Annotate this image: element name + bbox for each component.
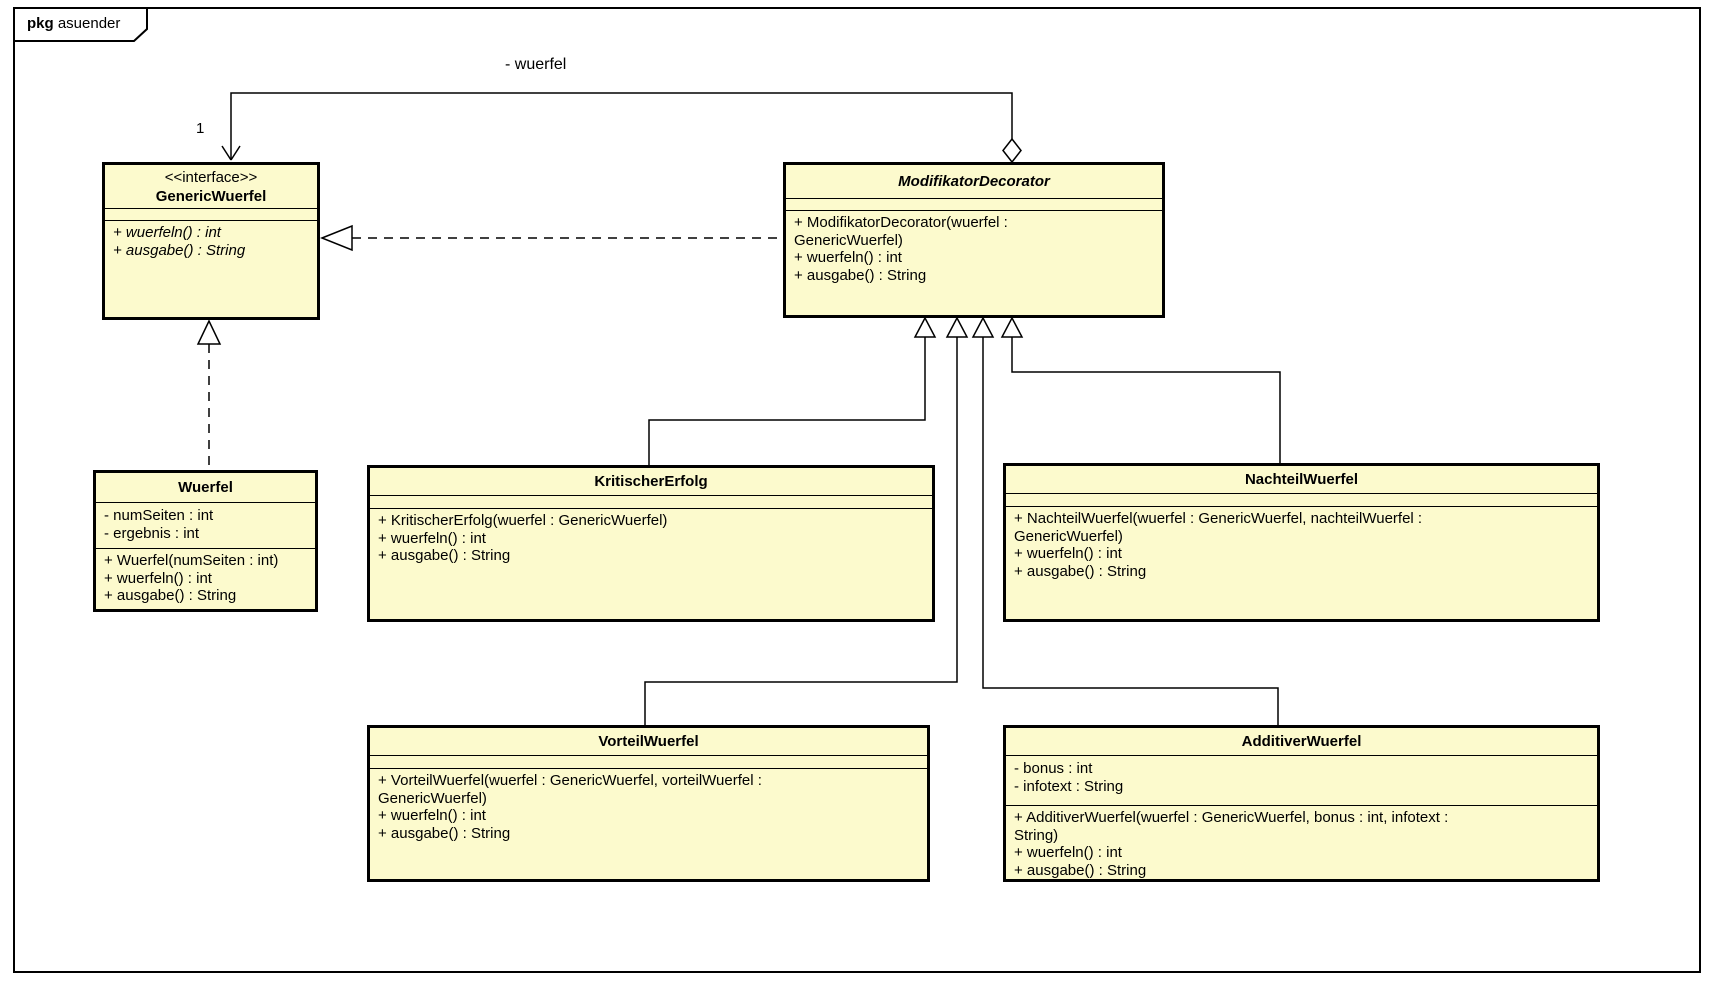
class-name: Wuerfel bbox=[178, 479, 233, 496]
aggregation-diamond-icon bbox=[1002, 137, 1022, 164]
generalization-nachteilwuerfel bbox=[1000, 316, 1281, 463]
member-line: + wuerfeln() : int bbox=[378, 807, 486, 824]
member-line: + VorteilWuerfel(wuerfel : GenericWuerfe… bbox=[378, 772, 762, 789]
member-line: GenericWuerfel) bbox=[1014, 527, 1123, 545]
class-name: ModifikatorDecorator bbox=[898, 173, 1050, 190]
class-name: GenericWuerfel bbox=[155, 187, 267, 205]
member-line: + Wuerfel(numSeiten : int) bbox=[104, 552, 279, 569]
member-line: String) bbox=[1014, 826, 1059, 844]
operations-section: + wuerfeln() : int+ ausgabe() : String bbox=[105, 221, 317, 317]
association-multiplicity-label: 1 bbox=[196, 120, 205, 137]
member-line: - ergebnis : int bbox=[104, 524, 200, 542]
attributes-section bbox=[1006, 494, 1597, 507]
attributes-section bbox=[786, 199, 1162, 211]
operations-section: + KritischerErfolg(wuerfel : GenericWuer… bbox=[370, 509, 932, 619]
class-header: AdditiverWuerfel bbox=[1006, 728, 1597, 756]
class-wuerfel: Wuerfel - numSeiten : int- ergebnis : in… bbox=[93, 470, 318, 612]
member-line: + wuerfeln() : int bbox=[1014, 545, 1122, 562]
class-header: VorteilWuerfel bbox=[370, 728, 927, 756]
attributes-section: - numSeiten : int- ergebnis : int bbox=[96, 503, 315, 549]
class-additiverwuerfel: AdditiverWuerfel - bonus : int- infotext… bbox=[1003, 725, 1600, 882]
member-line: + wuerfeln() : int bbox=[1014, 844, 1122, 861]
class-modifikatordecorator: ModifikatorDecorator + ModifikatorDecora… bbox=[783, 162, 1165, 318]
member-line: + wuerfeln() : int bbox=[794, 249, 902, 266]
member-line: + ausgabe() : String bbox=[104, 587, 237, 604]
class-kritischererfolg: KritischerErfolg + KritischerErfolg(wuer… bbox=[367, 465, 935, 622]
member-line: + wuerfeln() : int bbox=[104, 569, 212, 587]
class-genericwuerfel: <<interface>> GenericWuerfel + wuerfeln(… bbox=[102, 162, 320, 320]
member-line: + ModifikatorDecorator(wuerfel : bbox=[794, 214, 1008, 231]
generalization-triangle-icon bbox=[1000, 316, 1024, 338]
generalization-kritischererfolg bbox=[648, 316, 937, 465]
member-line: GenericWuerfel) bbox=[794, 231, 903, 249]
open-arrowhead-icon bbox=[221, 145, 241, 161]
attributes-section bbox=[370, 496, 932, 509]
member-line: - numSeiten : int bbox=[104, 507, 214, 524]
member-line: GenericWuerfel) bbox=[378, 789, 487, 807]
package-name: asuender bbox=[57, 15, 121, 32]
member-line: + ausgabe() : String bbox=[794, 266, 927, 284]
package-keyword: pkg bbox=[27, 15, 54, 32]
member-line: + KritischerErfolg(wuerfel : GenericWuer… bbox=[378, 512, 668, 529]
member-line: + AdditiverWuerfel(wuerfel : GenericWuer… bbox=[1014, 809, 1449, 826]
class-name: VorteilWuerfel bbox=[598, 733, 699, 750]
member-line: + ausgabe() : String bbox=[378, 824, 511, 842]
realization-wuerfel bbox=[196, 319, 222, 470]
class-vorteilwuerfel: VorteilWuerfel + VorteilWuerfel(wuerfel … bbox=[367, 725, 930, 882]
operations-section: + VorteilWuerfel(wuerfel : GenericWuerfe… bbox=[370, 769, 927, 879]
operations-section: + Wuerfel(numSeiten : int)+ wuerfeln() :… bbox=[96, 549, 315, 609]
class-nachteilwuerfel: NachteilWuerfel + NachteilWuerfel(wuerfe… bbox=[1003, 463, 1600, 622]
class-header: KritischerErfolg bbox=[370, 468, 932, 496]
class-header: NachteilWuerfel bbox=[1006, 466, 1597, 494]
realization-modifikatordecorator bbox=[319, 224, 783, 252]
generalization-triangle-icon bbox=[971, 316, 995, 338]
generalization-triangle-icon bbox=[945, 316, 969, 338]
member-line: - infotext : String bbox=[1014, 777, 1124, 795]
member-line: - bonus : int bbox=[1014, 760, 1093, 777]
class-header: ModifikatorDecorator bbox=[786, 165, 1162, 199]
member-line: + NachteilWuerfel(wuerfel : GenericWuerf… bbox=[1014, 510, 1423, 527]
attributes-section bbox=[370, 756, 927, 769]
member-line: + ausgabe() : String bbox=[378, 547, 511, 564]
operations-section: + AdditiverWuerfel(wuerfel : GenericWuer… bbox=[1006, 806, 1597, 879]
member-line: + ausgabe() : String bbox=[1014, 562, 1147, 580]
class-name: NachteilWuerfel bbox=[1244, 471, 1359, 488]
generalization-triangle-icon bbox=[913, 316, 937, 338]
class-header: Wuerfel bbox=[96, 473, 315, 503]
realization-triangle-icon bbox=[196, 319, 222, 345]
realization-triangle-icon bbox=[319, 224, 353, 252]
attributes-section bbox=[105, 209, 317, 221]
stereotype-label: <<interface>> bbox=[164, 168, 258, 186]
package-tab-label: pkg asuender bbox=[27, 15, 120, 32]
class-header: <<interface>> GenericWuerfel bbox=[105, 165, 317, 209]
member-line: + ausgabe() : String bbox=[1014, 861, 1147, 879]
operations-section: + ModifikatorDecorator(wuerfel :GenericW… bbox=[786, 211, 1162, 315]
association-wuerfel bbox=[221, 92, 1022, 164]
member-line: + wuerfeln() : int bbox=[378, 529, 486, 547]
operations-section: + NachteilWuerfel(wuerfel : GenericWuerf… bbox=[1006, 507, 1597, 619]
member-line: + wuerfeln() : int bbox=[113, 224, 221, 241]
class-name: KritischerErfolg bbox=[594, 473, 708, 490]
member-line: + ausgabe() : String bbox=[113, 241, 246, 259]
class-name: AdditiverWuerfel bbox=[1241, 733, 1362, 750]
association-role-label: - wuerfel bbox=[505, 56, 567, 73]
attributes-section: - bonus : int- infotext : String bbox=[1006, 756, 1597, 806]
